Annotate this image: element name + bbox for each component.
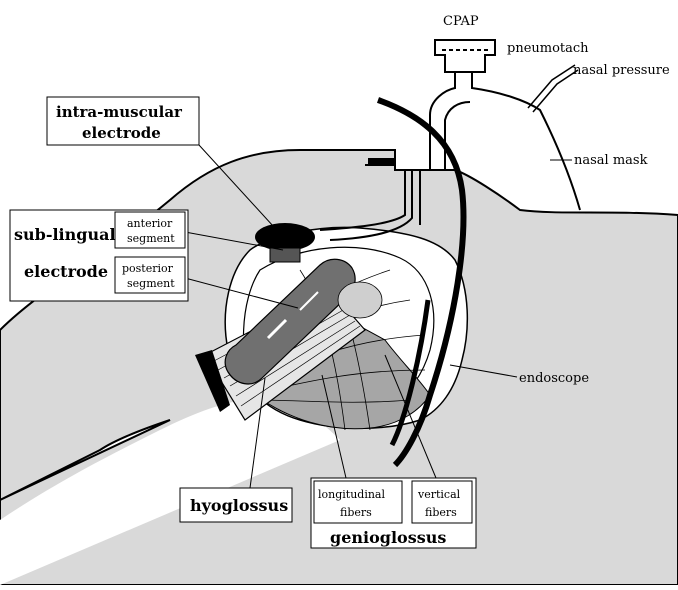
longitudinal-label-line1: longitudinal (318, 488, 385, 501)
longitudinal-label-line2: fibers (340, 506, 372, 519)
intramuscular-label-line1: intra-muscular (56, 103, 183, 121)
nasal-pressure-tube (528, 65, 575, 108)
posterior-label-line2: segment (127, 277, 175, 290)
vertical-label-line1: vertical (417, 488, 461, 501)
vertical-label-line2: fibers (425, 506, 457, 519)
cpap-label: CPAP (443, 14, 479, 29)
intramuscular-label-line2: electrode (82, 124, 161, 142)
nasal-pressure-label: nasal pressure (573, 63, 670, 78)
pneumotach-connector (435, 40, 495, 72)
sublingual-gland (338, 282, 382, 318)
pneumotach-label: pneumotach (507, 41, 589, 56)
posterior-label-line1: posterior (122, 262, 174, 275)
hyoglossus-label: hyoglossus (190, 496, 288, 515)
nasal-mask-label: nasal mask (574, 153, 648, 168)
anterior-label-line2: segment (127, 232, 175, 245)
sublingual-label-line2: electrode (24, 262, 108, 281)
genioglossus-label: genioglossus (330, 528, 446, 547)
nasal-clip (368, 158, 396, 166)
endoscope-label: endoscope (519, 371, 589, 386)
anterior-label-line1: anterior (127, 217, 173, 230)
sublingual-label-line1: sub-lingual (14, 225, 116, 244)
